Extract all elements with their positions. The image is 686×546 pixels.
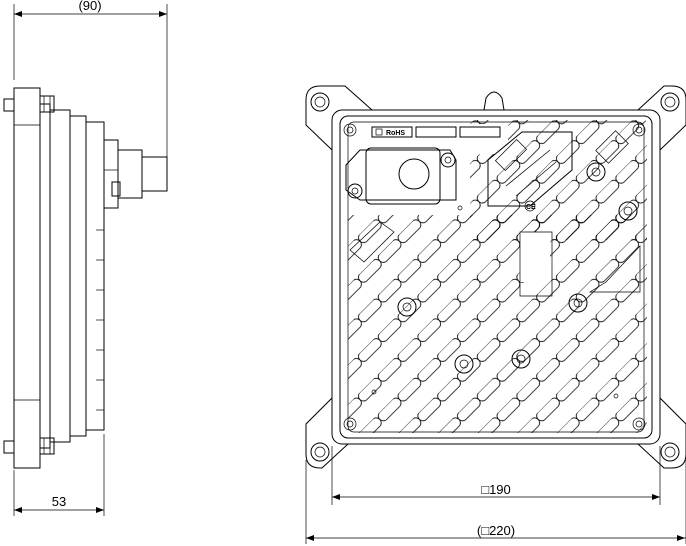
- ce-label: CE: [526, 204, 536, 211]
- side-connector: [104, 140, 167, 208]
- front-inner-label: □190: [481, 482, 511, 497]
- corner-hole-tr: [661, 93, 679, 111]
- side-view: (90): [4, 0, 167, 516]
- front-outer-dimension: (□220): [306, 460, 686, 544]
- corner-hole-bl: [311, 443, 329, 461]
- side-depth-ref-label: (90): [78, 0, 101, 13]
- front-view: RoHS CE: [306, 86, 686, 544]
- corner-hole-br: [661, 443, 679, 461]
- side-depth-ref-dimension: (90): [14, 0, 167, 165]
- front-inner-dimension: □190: [332, 446, 660, 505]
- front-outer-label: (□220): [477, 523, 515, 538]
- rohs-label: RoHS: [386, 130, 405, 137]
- side-stud-bottom: [4, 438, 54, 454]
- corner-hole-tl: [311, 93, 329, 111]
- side-depth-label: 53: [52, 494, 66, 509]
- side-depth-dimension: 53: [14, 434, 104, 516]
- side-mounting-plate: [14, 88, 40, 468]
